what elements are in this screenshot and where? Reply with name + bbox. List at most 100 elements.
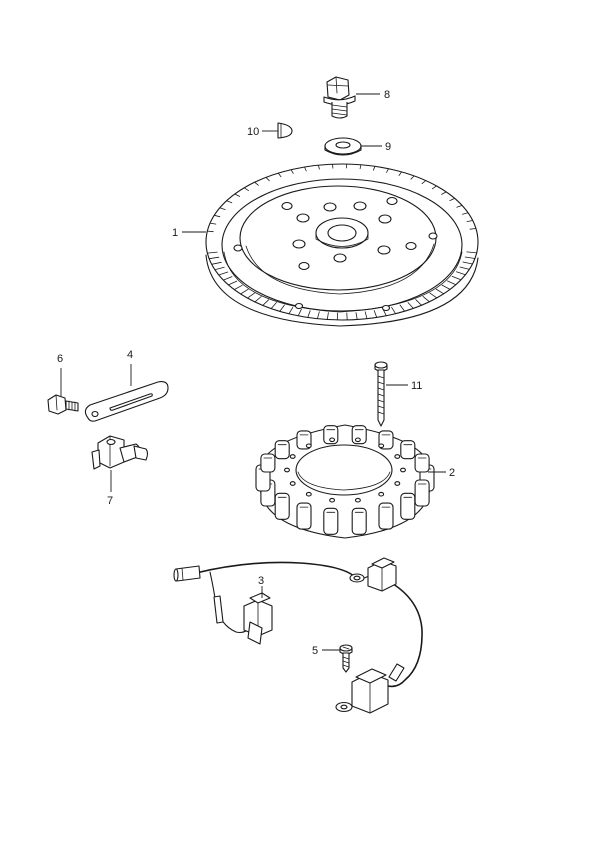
flywheel-tooth xyxy=(449,197,456,202)
flywheel-tooth xyxy=(265,176,270,182)
stator-part xyxy=(255,424,435,539)
stator-rivet-hole xyxy=(305,443,312,449)
callout-10: 10 xyxy=(247,126,259,138)
flywheel-tooth xyxy=(317,164,320,170)
washer-part xyxy=(324,137,362,156)
pulser-coil-part xyxy=(367,557,397,592)
callout-5: 5 xyxy=(312,645,318,657)
flywheel-tooth xyxy=(364,311,368,320)
flywheel-tooth xyxy=(243,187,249,192)
flywheel-tooth xyxy=(304,166,307,172)
flywheel-tooth xyxy=(254,296,262,303)
stator-coil xyxy=(323,507,339,535)
flywheel-tooth xyxy=(415,299,423,306)
flywheel-tooth xyxy=(410,175,415,180)
flywheel-tooth xyxy=(466,251,478,254)
flywheel-tooth xyxy=(373,310,378,318)
flywheel-tooth xyxy=(209,222,217,225)
callout-4: 4 xyxy=(127,349,133,361)
callout-8: 8 xyxy=(384,89,390,101)
flywheel-tooth xyxy=(326,312,329,320)
flywheel-tooth xyxy=(435,288,445,295)
wire-sleeve xyxy=(388,663,405,682)
bracket-part xyxy=(84,381,169,422)
flywheel-tooth xyxy=(391,306,397,315)
stator-coils xyxy=(255,425,435,535)
flywheel-tooth xyxy=(211,261,222,265)
flywheel-tooth xyxy=(206,230,214,233)
flywheel-tooth xyxy=(431,185,437,190)
stator-coil xyxy=(274,492,290,520)
pulser-coil-part xyxy=(243,592,273,645)
flywheel-tooth xyxy=(206,251,218,254)
flywheel-tooth xyxy=(233,284,243,291)
flywheel-tooth xyxy=(222,276,233,281)
flywheel-tooth xyxy=(214,266,225,271)
screw-part xyxy=(374,361,388,427)
callout-9: 9 xyxy=(385,141,391,153)
sensor-part xyxy=(91,435,149,470)
flywheel-tooth xyxy=(462,261,473,265)
callout-2: 2 xyxy=(449,467,455,479)
flywheel-tooth xyxy=(208,256,220,260)
flywheel-tooth xyxy=(421,180,427,185)
stator-rivet-hole xyxy=(289,481,296,486)
callout-7: 7 xyxy=(107,495,113,507)
flywheel-tooth xyxy=(262,299,270,306)
flywheel-tooth xyxy=(464,256,476,259)
flywheel-tooth xyxy=(228,280,238,286)
callout-3: 3 xyxy=(258,575,264,587)
flywheel-tooth xyxy=(386,168,389,173)
flywheel-part xyxy=(205,163,479,327)
callout-1: 1 xyxy=(172,227,178,239)
flywheel-ring-teeth xyxy=(206,163,478,321)
flywheel-tooth xyxy=(218,271,229,276)
flywheel-tooth xyxy=(441,191,447,195)
flywheel-tooth xyxy=(359,164,362,170)
flywheel-tooth xyxy=(219,207,226,211)
flywheel-tooth xyxy=(288,306,294,315)
stator-rivet-hole xyxy=(394,481,401,486)
flywheel-tooth xyxy=(459,266,470,270)
callout-6: 6 xyxy=(57,353,63,365)
flywheel-tooth xyxy=(355,312,358,320)
flywheel-tooth xyxy=(270,302,277,310)
eyelet-tab xyxy=(335,701,353,713)
flywheel-tooth xyxy=(429,292,438,299)
flywheel-tooth xyxy=(297,308,302,317)
flywheel-tooth xyxy=(466,220,474,223)
eyelet-tab xyxy=(349,573,365,583)
stator-coil xyxy=(414,479,430,507)
small-bolt-part xyxy=(47,394,79,415)
stator-rivet-hole xyxy=(400,467,406,473)
stator-rivet-hole xyxy=(284,467,290,473)
stator-coil xyxy=(378,502,394,530)
flywheel-tooth xyxy=(407,302,414,309)
flywheel-tooth xyxy=(234,193,241,197)
flywheel-tooth xyxy=(446,280,457,286)
stator-coil xyxy=(274,440,290,460)
small-screw-part xyxy=(339,644,353,673)
flywheel-tooth xyxy=(398,171,403,176)
flywheel-tooth xyxy=(290,169,294,174)
flywheel-tooth xyxy=(462,212,469,215)
stator-coil xyxy=(296,502,312,530)
flywheel-tooth xyxy=(469,228,477,230)
flywheel-tooth xyxy=(240,288,249,295)
flywheel-tooth xyxy=(316,311,320,320)
bolt-part xyxy=(323,76,356,119)
flywheel-tooth xyxy=(451,275,462,281)
stator-rivet-hole xyxy=(289,454,296,459)
key-part xyxy=(277,122,293,139)
stator-coil xyxy=(400,440,416,460)
flywheel-tooth xyxy=(372,165,376,171)
stator-rivet-hole xyxy=(329,437,336,443)
connector-plug xyxy=(173,565,201,582)
stator-rivet-hole xyxy=(378,491,385,497)
flywheel-tooth xyxy=(456,204,463,208)
stator-coil xyxy=(414,453,430,473)
flywheel-tooth xyxy=(213,214,221,218)
flywheel-tooth xyxy=(279,304,285,312)
flywheel-tooth xyxy=(307,310,311,318)
flywheel-tooth xyxy=(277,172,282,178)
